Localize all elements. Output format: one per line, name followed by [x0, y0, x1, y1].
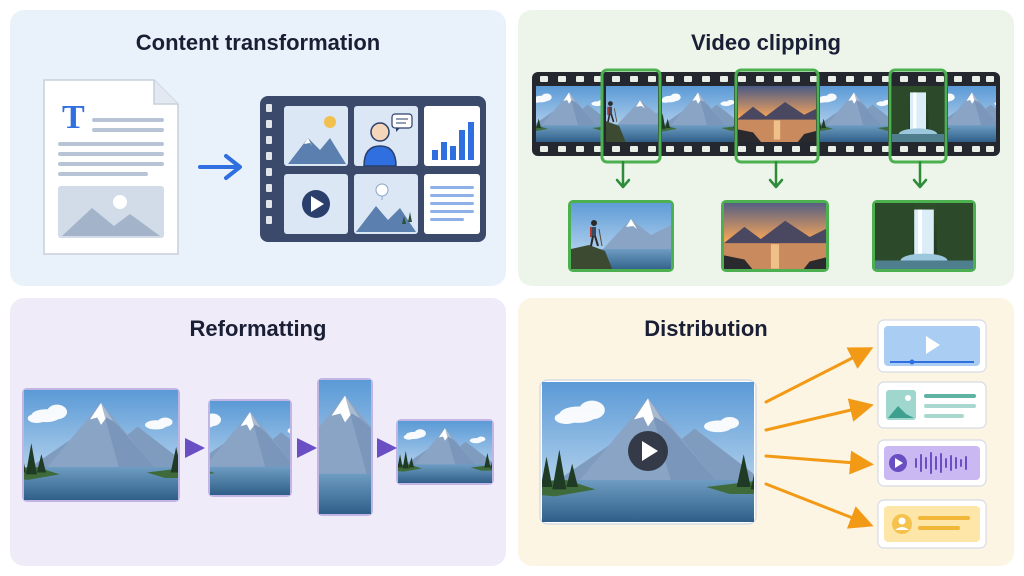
panel-content-transformation: Content transformation T: [10, 10, 506, 286]
person-icon: [363, 122, 397, 167]
distribution-illustration: [539, 319, 987, 549]
panel-title: Video clipping: [691, 30, 841, 55]
play-icon: [302, 190, 330, 218]
bar-chart-icon: [432, 122, 474, 160]
down-arrow-icon: [615, 160, 631, 189]
chat-bubble-icon: [391, 113, 413, 132]
content-transformation-illustration: T: [43, 79, 486, 255]
document-icon: T: [43, 79, 179, 255]
text-lines-icon: [430, 186, 474, 221]
audio-card: [877, 439, 987, 487]
media-grid-filmstrip: [260, 96, 486, 242]
panel-distribution: Distribution: [518, 298, 1014, 566]
panel-video-clipping: Video clipping: [518, 10, 1014, 286]
reformatting-illustration: [22, 378, 494, 516]
video-clipping-illustration: [532, 68, 1000, 272]
video-card: [877, 319, 987, 373]
image-post-card: [877, 381, 987, 429]
play-icon: [926, 336, 940, 354]
selected-clip-frame: [600, 68, 662, 164]
distribution-arrow: [764, 398, 874, 432]
doc-letter-icon: T: [62, 99, 85, 136]
down-arrow-icon: [912, 160, 928, 189]
panel-title: Reformatting: [189, 316, 327, 341]
panel-title: Distribution: [644, 316, 768, 341]
distribution-arrow: [764, 482, 874, 529]
panel-title: Content transformation: [135, 30, 381, 55]
play-icon: [628, 431, 668, 471]
audio-wave-icon: [915, 452, 967, 474]
down-arrow-icon: [768, 160, 784, 189]
panel-reformatting: Reformatting: [10, 298, 506, 566]
arrow-right-icon: [198, 154, 242, 180]
profile-card-icon: [877, 499, 987, 549]
distribution-arrow: [764, 347, 874, 404]
selected-clip-frame: [888, 68, 948, 164]
film-strip: [532, 72, 1000, 156]
balloon-icon: [375, 183, 389, 200]
distribution-arrow: [764, 450, 874, 475]
